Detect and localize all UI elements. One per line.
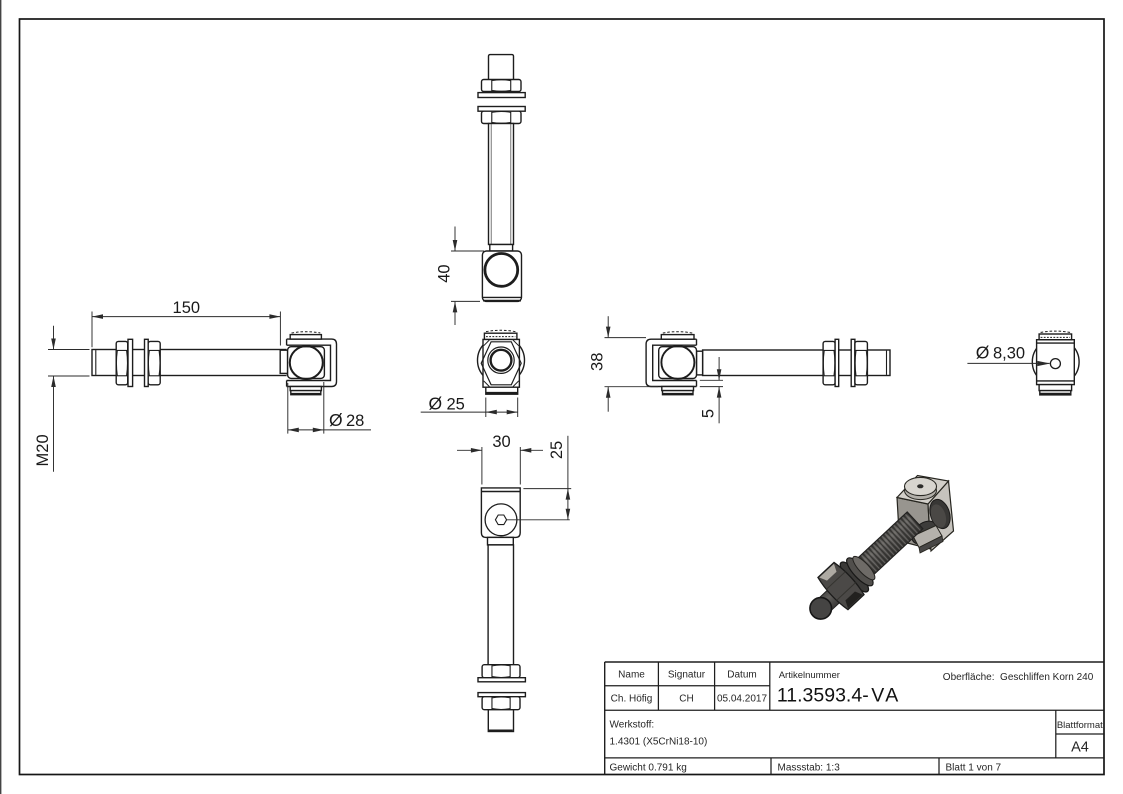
svg-text:30: 30 bbox=[492, 433, 510, 451]
svg-text:Ø: Ø bbox=[976, 343, 990, 363]
svg-text:M20: M20 bbox=[34, 434, 52, 466]
svg-text:Blatt 1 von 7: Blatt 1 von 7 bbox=[946, 763, 1002, 774]
svg-text:Massstab: 1:3: Massstab: 1:3 bbox=[778, 763, 841, 774]
svg-text:Name: Name bbox=[618, 670, 645, 681]
svg-text:A4: A4 bbox=[1071, 740, 1089, 756]
svg-text:25: 25 bbox=[447, 395, 465, 413]
svg-text:Signatur: Signatur bbox=[668, 670, 706, 681]
svg-text:25: 25 bbox=[548, 441, 566, 459]
svg-text:11.3593.4-VA: 11.3593.4-VA bbox=[777, 685, 901, 707]
svg-text:8,30: 8,30 bbox=[993, 345, 1025, 363]
svg-text:CH: CH bbox=[679, 694, 693, 705]
svg-text:40: 40 bbox=[435, 264, 453, 282]
svg-text:Datum: Datum bbox=[727, 670, 756, 681]
svg-text:Gewicht 0.791 kg: Gewicht 0.791 kg bbox=[610, 763, 687, 774]
svg-text:38: 38 bbox=[589, 353, 607, 371]
svg-text:150: 150 bbox=[173, 299, 201, 317]
svg-text:Ø: Ø bbox=[429, 393, 443, 413]
svg-text:Blattformat: Blattformat bbox=[1057, 720, 1103, 731]
svg-text:Artikelnummer: Artikelnummer bbox=[779, 670, 840, 681]
svg-text:5: 5 bbox=[699, 409, 717, 418]
svg-text:Oberfläche: Geschliffen Korn: Oberfläche: Geschliffen Korn 240 bbox=[943, 672, 1094, 683]
svg-text:Ch. Höfig: Ch. Höfig bbox=[611, 694, 653, 705]
svg-text:05.04.2017: 05.04.2017 bbox=[717, 694, 767, 705]
svg-text:Ø: Ø bbox=[329, 410, 343, 430]
svg-text:Werkstoff:: Werkstoff: bbox=[610, 719, 655, 730]
svg-text:1.4301 (X5CrNi18-10): 1.4301 (X5CrNi18-10) bbox=[610, 737, 708, 748]
svg-text:28: 28 bbox=[346, 412, 364, 430]
